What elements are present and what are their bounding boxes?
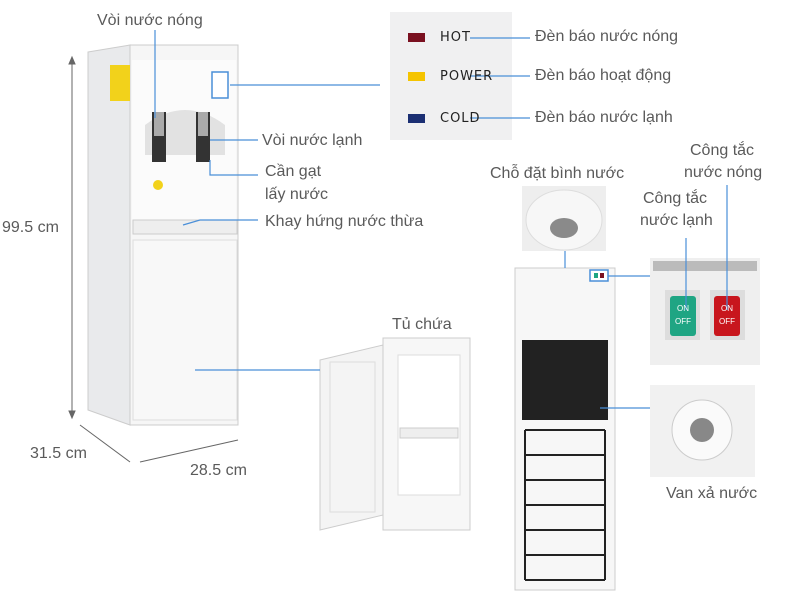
dispenser-front [87, 44, 239, 426]
label-hot-switch-line1: Công tắc [690, 142, 755, 159]
switch-on-label: ON [677, 304, 689, 313]
label-cold-switch-line2: nước lạnh [640, 212, 713, 229]
hot-switch: ON OFF [714, 302, 740, 328]
bottle-seat-photo [522, 186, 606, 251]
hot-light-icon [408, 33, 425, 42]
label-hot-tap: Vòi nước nóng [97, 12, 203, 29]
switch-off-label: OFF [719, 317, 735, 326]
indicator-desc: Đèn báo nước lạnh [535, 109, 673, 126]
label-width: 28.5 cm [190, 462, 247, 479]
cold-switch: ON OFF [670, 302, 696, 328]
indicator-code: HOT [440, 30, 471, 45]
label-hot-switch-line2: nước nóng [684, 164, 763, 181]
label-bottle-seat: Chỗ đặt bình nước [490, 165, 625, 182]
label-depth: 31.5 cm [30, 445, 87, 462]
leader-lines [154, 30, 728, 409]
label-cold-switch-line1: Công tắc [643, 190, 708, 207]
label-drain-valve: Van xả nước [666, 485, 758, 502]
label-cabinet: Tủ chứa [392, 316, 452, 333]
switch-panel-photo [650, 258, 760, 365]
cabinet-open-photo [319, 337, 471, 531]
label-drip-tray: Khay hứng nước thừa [265, 213, 424, 230]
switch-off-label: OFF [675, 317, 691, 326]
label-lever-line2: lấy nước [265, 186, 328, 203]
label-cold-tap: Vòi nước lạnh [262, 132, 363, 149]
switch-on-label: ON [721, 304, 733, 313]
label-height: 99.5 cm [2, 219, 59, 236]
dimension-lines [68, 55, 239, 463]
indicator-code: POWER [440, 69, 494, 84]
power-light-icon [408, 72, 425, 81]
drain-valve-photo [650, 385, 755, 477]
cold-light-icon [408, 114, 425, 123]
dispenser-back [514, 267, 616, 591]
label-lever-line1: Cần gạt [265, 163, 322, 180]
indicator-desc: Đèn báo hoạt động [535, 67, 672, 84]
indicator-desc: Đèn báo nước nóng [535, 28, 679, 45]
indicator-code: COLD [440, 111, 481, 126]
